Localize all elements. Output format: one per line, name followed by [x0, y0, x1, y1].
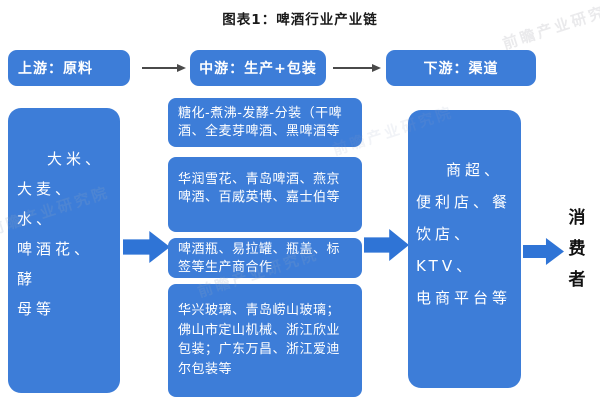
- midstream-producers-box: 华润雪花、青岛啤酒、燕京 啤酒、百威英博、嘉士伯等: [168, 157, 362, 232]
- upstream-materials-text: 大米、 大麦、水、 啤酒花、酵 母等: [17, 150, 105, 318]
- chart-title: 图表1：啤酒行业产业链: [222, 12, 378, 28]
- flow-arrow-midstream-to-downstream-icon: [364, 229, 409, 261]
- flow-arrow-upstream-to-midstream-icon: [123, 231, 170, 263]
- downstream-channels-text: 商超、 便利店、餐 饮店、KTV、 电商平台等: [416, 161, 512, 307]
- stage-header-downstream: 下游：渠道: [386, 50, 536, 86]
- midstream-packaging-cooperation-box: 啤酒瓶、易拉罐、瓶盖、标 签等生产商合作: [168, 238, 362, 278]
- stage-header-upstream: 上游：原料: [8, 50, 130, 86]
- stage-header-midstream: 中游：生产+包装: [190, 50, 326, 86]
- consumer-label: 消费者: [568, 208, 586, 290]
- upstream-materials-box: 大米、 大麦、水、 啤酒花、酵 母等: [8, 108, 120, 393]
- right-arrow-line-icon: [333, 63, 381, 72]
- midstream-process-box: 糖化-煮沸-发酵-分装（干啤 酒、全麦芽啤酒、黑啤酒等: [168, 98, 362, 147]
- flow-arrow-downstream-to-consumer-icon: [523, 238, 564, 265]
- downstream-channels-box: 商超、 便利店、餐 饮店、KTV、 电商平台等: [408, 110, 521, 388]
- midstream-packaging-suppliers-box: 华兴玻璃、青岛崂山玻璃； 佛山市定山机械、浙江欣业 包装；广东万昌、浙江爱迪 尔…: [168, 284, 362, 397]
- right-arrow-line-icon: [142, 63, 186, 72]
